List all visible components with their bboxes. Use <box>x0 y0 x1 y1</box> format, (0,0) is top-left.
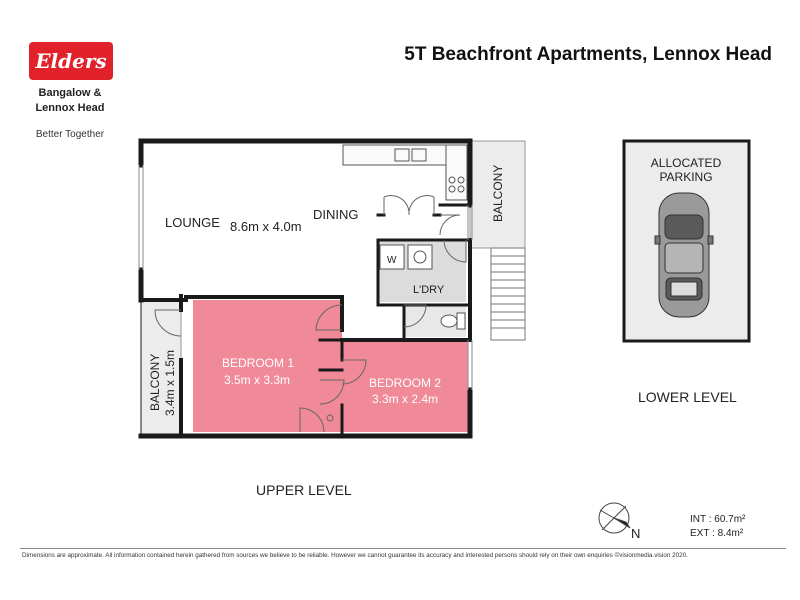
bedroom-2 <box>342 340 468 432</box>
upper-level-heading: UPPER LEVEL <box>256 482 352 498</box>
doors <box>154 195 467 433</box>
toilet <box>440 312 466 330</box>
walls <box>138 138 473 439</box>
washer-label: W <box>387 255 397 266</box>
compass-icon <box>598 502 631 534</box>
stairs <box>490 247 526 341</box>
logo-text: Elders <box>35 49 107 73</box>
internal-area: INT : 60.7m² <box>690 514 746 525</box>
bedroom-1-label: BEDROOM 1 <box>222 356 294 370</box>
car-icon <box>654 192 714 318</box>
laundry-label: L'DRY <box>413 284 445 296</box>
balcony-west-dims: 3.4m x 1.5m <box>163 350 177 416</box>
windows <box>138 165 473 390</box>
lower-level-heading: LOWER LEVEL <box>638 389 737 405</box>
bedroom-2-label: BEDROOM 2 <box>369 376 441 390</box>
disclaimer: Dimensions are approximate. All informat… <box>22 552 688 559</box>
office-name: Bangalow & Lennox Head <box>35 87 105 114</box>
parking-label-1: ALLOCATED <box>651 156 722 170</box>
lounge-label: LOUNGE <box>165 215 220 230</box>
closet-knob <box>326 414 334 422</box>
property-title: 5T Beachfront Apartments, Lennox Head <box>404 44 772 65</box>
tagline: Better Together <box>35 129 105 140</box>
lounge-dims: 8.6m x 4.0m <box>230 219 302 234</box>
footer-rule <box>20 548 786 549</box>
parking-label-2: PARKING <box>659 170 712 184</box>
bedroom-1-dims: 3.5m x 3.3m <box>224 373 290 387</box>
kitchen <box>342 144 468 201</box>
elders-logo: Elders <box>29 42 113 80</box>
area-summary: INT : 60.7m² EXT : 8.4m² <box>690 513 785 541</box>
dining-label: DINING <box>313 207 359 222</box>
bedroom-2-dims: 3.3m x 2.4m <box>372 392 438 406</box>
external-area: EXT : 8.4m² <box>690 528 744 539</box>
laundry-fittings <box>379 244 433 270</box>
balcony-west-label: BALCONY <box>148 354 162 411</box>
balcony-east-label: BALCONY <box>491 165 505 222</box>
compass-north-label: N <box>631 526 640 541</box>
